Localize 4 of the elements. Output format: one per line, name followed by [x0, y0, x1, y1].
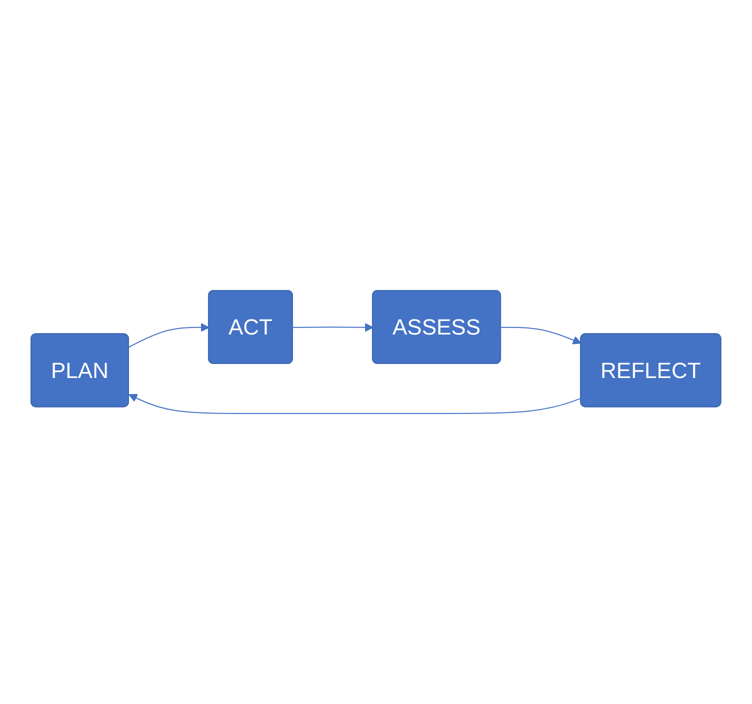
- arrow: [128, 323, 210, 348]
- arrow: [292, 323, 374, 332]
- arrow: [128, 394, 582, 414]
- arrow: [500, 326, 582, 344]
